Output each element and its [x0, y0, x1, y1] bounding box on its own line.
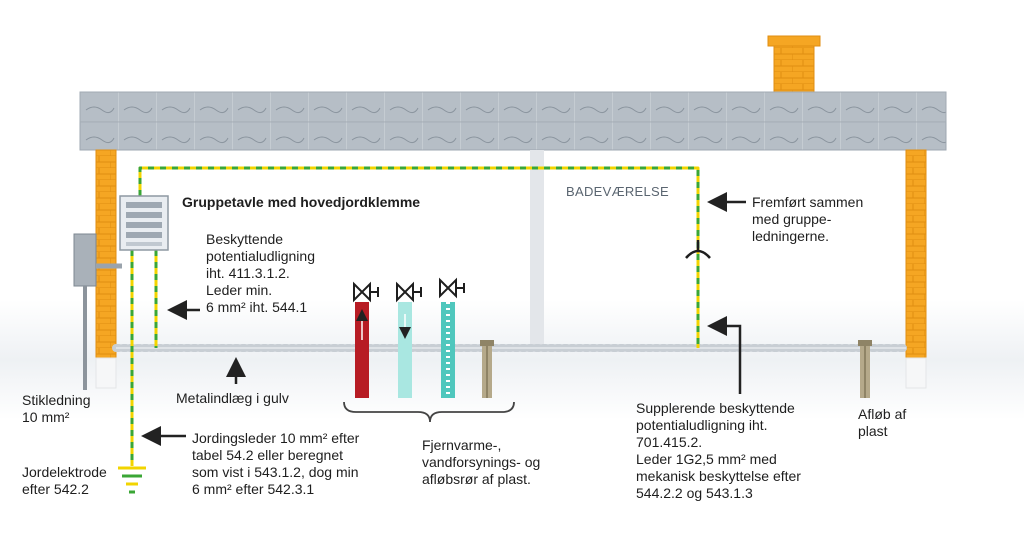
valve-icon [396, 281, 422, 303]
floor-metal-insert-label: Metalindlæg i gulv [176, 390, 289, 406]
pipes-bracket [343, 401, 515, 423]
plastic-drain [480, 340, 494, 398]
service-cable-box [73, 233, 122, 390]
earth-electrode-symbol [118, 466, 146, 494]
bathroom-label: BADEVÆRELSE [566, 184, 670, 199]
panel-title: Gruppetavle med hovedjordklemme [182, 194, 421, 210]
bathroom-partition-wall [530, 150, 544, 346]
return-pipe [441, 302, 455, 398]
chimney [767, 35, 821, 93]
valve-icon [439, 277, 465, 299]
right-wall [905, 149, 927, 389]
distribution-panel [119, 195, 169, 251]
plastic-drain [858, 340, 872, 398]
district-heating-pipe [355, 302, 369, 398]
roof [79, 91, 947, 151]
earth-wire [130, 166, 700, 466]
valve-icon [353, 281, 379, 303]
water-supply-pipe [398, 302, 412, 398]
pointer-arrows [141, 192, 746, 446]
cable-junction-symbol [685, 240, 711, 259]
left-wall [95, 149, 117, 389]
